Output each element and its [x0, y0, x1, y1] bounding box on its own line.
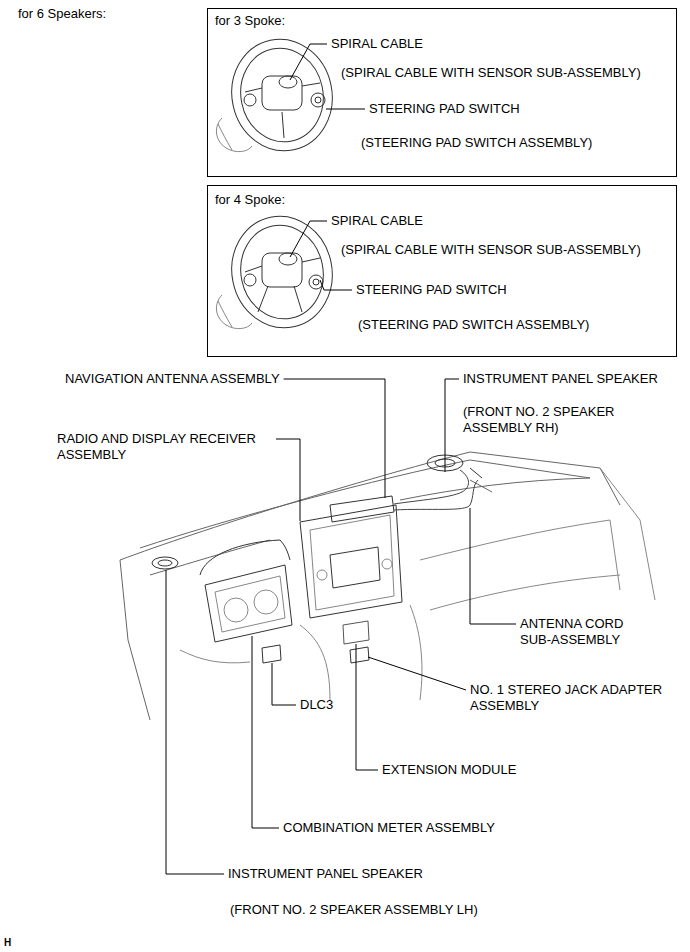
- steering-wheel-4-spoke: [216, 207, 342, 337]
- inset-box: for 3 Spoke: SPIRAL CABLE (SPIRAL CABLE WI…: [207, 8, 677, 177]
- part-name: NO. 1 STEREO JACK ADAPTER ASSEMBLY: [470, 682, 675, 714]
- leader-line: [356, 644, 378, 770]
- part-name-detail: (SPIRAL CABLE WITH SENSOR SUB-ASSEMBLY): [341, 242, 641, 258]
- figure-heading: for 6 Speakers:: [18, 6, 106, 22]
- part-name: COMBINATION METER ASSEMBLY: [283, 820, 495, 836]
- leader-line: [320, 280, 352, 290]
- part-name-detail: (STEERING PAD SWITCH ASSEMBLY): [361, 135, 592, 151]
- inset-heading: for 3 Spoke:: [215, 13, 285, 29]
- part-name: NAVIGATION ANTENNA ASSEMBLY: [65, 371, 280, 387]
- leader-line: [272, 663, 296, 705]
- part-name: SPIRAL CABLE: [331, 213, 423, 229]
- inset-heading: for 4 Spoke:: [215, 192, 285, 208]
- leader-line: [276, 439, 300, 521]
- leader-line: [368, 657, 466, 690]
- instrument-panel-drawing: [120, 452, 655, 720]
- part-name: DLC3: [300, 697, 333, 713]
- leader-line: [290, 221, 327, 257]
- inset-box: for 4 Spoke: SPIRAL CABLE (SPIRAL CABLE WI…: [207, 185, 677, 357]
- leader-line: [252, 636, 279, 828]
- part-name: STEERING PAD SWITCH: [369, 101, 520, 117]
- figure-code: H: [4, 937, 11, 949]
- leader-line: [326, 109, 365, 110]
- part-name: ANTENNA CORD SUB-ASSEMBLY: [520, 616, 655, 648]
- part-name: INSTRUMENT PANEL SPEAKER: [463, 371, 658, 387]
- part-name: EXTENSION MODULE: [382, 762, 516, 778]
- part-name-detail: (FRONT NO. 2 SPEAKER ASSEMBLY LH): [230, 902, 478, 918]
- leader-line: [166, 570, 224, 874]
- leader-line: [445, 379, 459, 472]
- part-name: SPIRAL CABLE: [331, 36, 423, 52]
- part-name-detail: (FRONT NO. 2 SPEAKER ASSEMBLY RH): [463, 404, 653, 436]
- part-name: STEERING PAD SWITCH: [356, 282, 507, 298]
- part-name: RADIO AND DISPLAY RECEIVER ASSEMBLY: [57, 431, 272, 463]
- leader-line: [470, 508, 516, 624]
- part-name: INSTRUMENT PANEL SPEAKER: [228, 866, 423, 882]
- steering-wheel-3-spoke: [216, 30, 342, 160]
- part-name-detail: (SPIRAL CABLE WITH SENSOR SUB-ASSEMBLY): [341, 65, 641, 81]
- part-name-detail: (STEERING PAD SWITCH ASSEMBLY): [358, 317, 589, 333]
- leader-line: [290, 44, 327, 80]
